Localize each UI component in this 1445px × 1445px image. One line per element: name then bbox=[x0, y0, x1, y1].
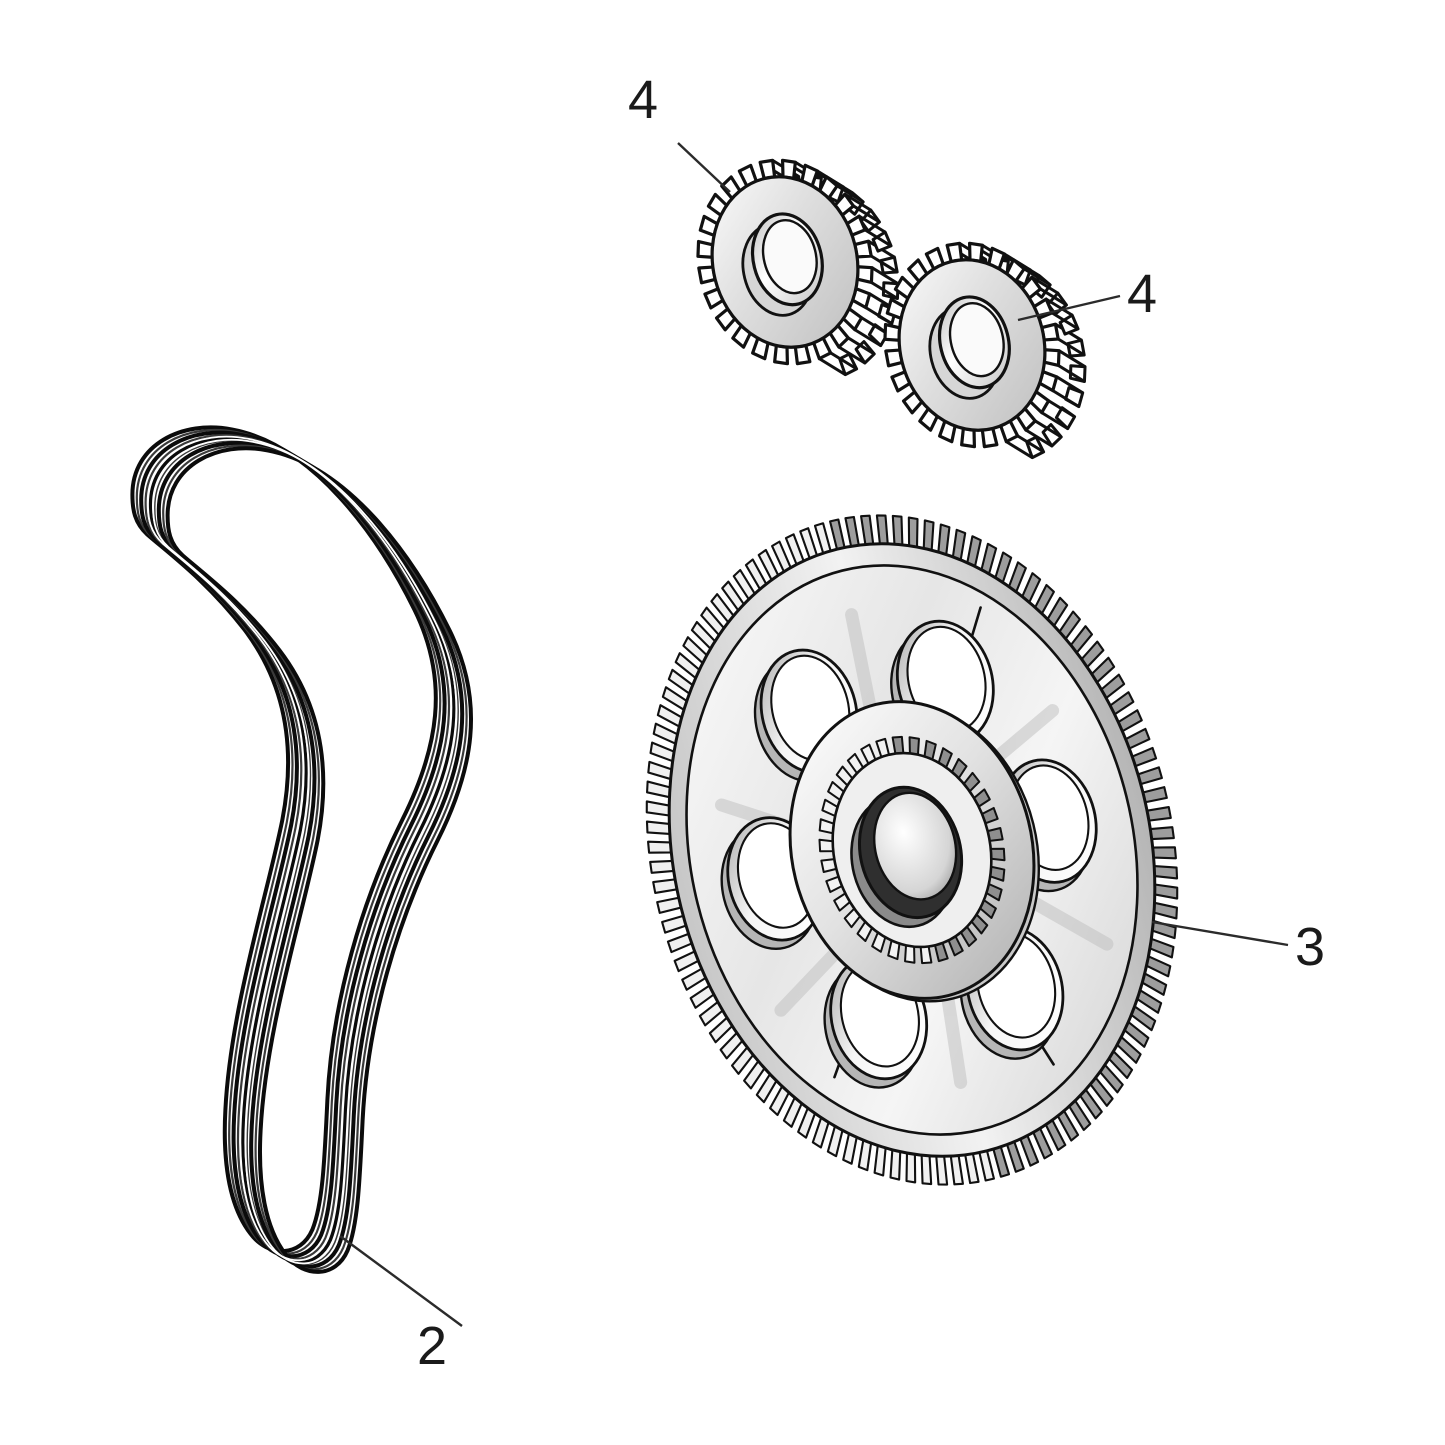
callout-3-leader-line bbox=[1151, 920, 1289, 947]
callout-2-label: 2 bbox=[417, 1316, 447, 1376]
callout-2-leader-line bbox=[339, 1235, 463, 1327]
callout-4-left-label: 4 bbox=[628, 70, 658, 130]
callout-4-left: 4 bbox=[628, 70, 731, 193]
callout-4-right-leader-line bbox=[1017, 294, 1121, 322]
callout-4-right: 4 bbox=[1017, 264, 1157, 324]
callout-4-right-label: 4 bbox=[1127, 264, 1157, 324]
callout-3: 3 bbox=[1151, 917, 1325, 977]
callout-3-label: 3 bbox=[1295, 917, 1325, 977]
callout-4-left-leader-line bbox=[677, 142, 731, 193]
callout-2: 2 bbox=[339, 1235, 463, 1376]
